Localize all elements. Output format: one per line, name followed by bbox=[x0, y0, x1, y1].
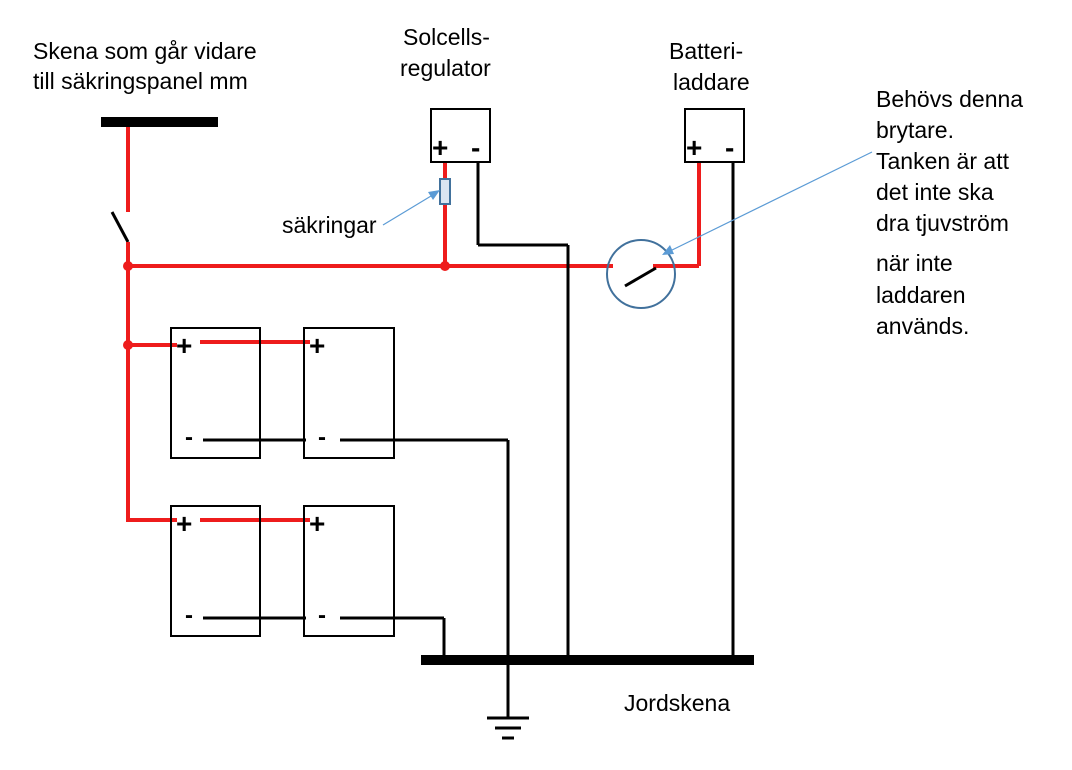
solar-regulator-box bbox=[430, 108, 491, 163]
battery-3 bbox=[170, 505, 261, 637]
note-line-1: Behövs denna bbox=[876, 86, 1024, 112]
junction-dot bbox=[123, 261, 133, 271]
battery-4-plus: + bbox=[309, 508, 326, 539]
charger-switch-blade bbox=[624, 266, 657, 288]
note-line-2: brytare. bbox=[876, 117, 954, 143]
top-busbar bbox=[101, 117, 218, 127]
top-bus-label-line2: till säkringspanel mm bbox=[33, 68, 248, 94]
battery-2 bbox=[303, 327, 395, 459]
fuse-callout-arrowhead bbox=[428, 190, 440, 200]
ground-busbar bbox=[421, 655, 754, 665]
main-switch-blade bbox=[110, 211, 130, 243]
junction-dot bbox=[123, 340, 133, 350]
switch-callout-line bbox=[667, 151, 873, 253]
battery-1-minus: - bbox=[185, 424, 193, 451]
battery-1 bbox=[170, 327, 261, 459]
solar-minus-terminal: - bbox=[471, 132, 481, 163]
charger-plus-terminal: + bbox=[686, 132, 703, 163]
fuses-label: säkringar bbox=[282, 212, 377, 238]
top-bus-label-line1: Skena som går vidare bbox=[33, 38, 257, 64]
charger-box bbox=[684, 108, 745, 163]
switch-callout-arrowhead bbox=[662, 245, 674, 255]
fuse-callout-line bbox=[382, 192, 437, 226]
battery-2-minus: - bbox=[318, 424, 326, 451]
charger-minus-terminal: - bbox=[725, 132, 735, 163]
note-line-3: Tanken är att bbox=[876, 148, 1009, 174]
solar-plus-terminal: + bbox=[432, 132, 449, 163]
battery-3-minus: - bbox=[185, 602, 193, 629]
battery-4 bbox=[303, 505, 395, 637]
note-line-5: dra tjuvström bbox=[876, 210, 1009, 236]
junction-dot bbox=[440, 261, 450, 271]
charger-label-line2: laddare bbox=[673, 69, 750, 95]
solar-regulator-label-line2: regulator bbox=[400, 55, 491, 81]
note-line-6: när inte bbox=[876, 250, 953, 276]
charger-label-line1: Batteri- bbox=[669, 38, 744, 64]
note-line-4: det inte ska bbox=[876, 179, 994, 205]
battery-2-plus: + bbox=[309, 330, 326, 361]
charger-switch-circle bbox=[606, 239, 676, 309]
battery-4-minus: - bbox=[318, 602, 326, 629]
battery-3-plus: + bbox=[176, 508, 193, 539]
fuse bbox=[439, 178, 451, 205]
solar-regulator-label-line1: Solcells- bbox=[403, 24, 490, 50]
battery-1-plus: + bbox=[176, 330, 193, 361]
ground-bus-label: Jordskena bbox=[624, 690, 731, 716]
note-line-8: används. bbox=[876, 313, 970, 339]
note-line-7: laddaren bbox=[876, 282, 966, 308]
